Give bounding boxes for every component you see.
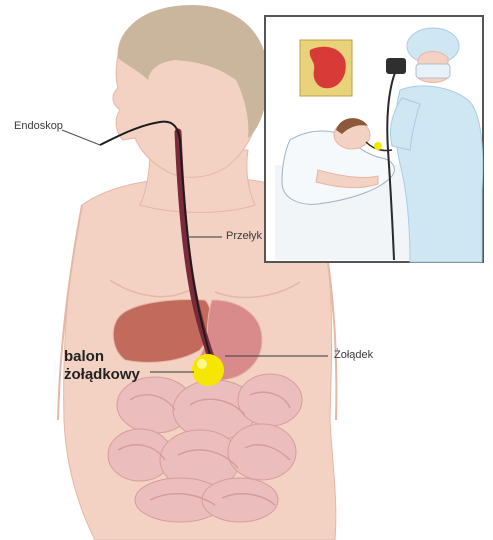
endoscope-icon [386, 58, 406, 74]
label-balloon-line1: balon [64, 348, 104, 366]
label-stomach: Żołądek [334, 349, 373, 361]
endoscope-light [374, 142, 382, 150]
doctor-mask [416, 64, 450, 78]
label-esophagus: Przełyk [226, 230, 262, 242]
balloon-icon [192, 354, 224, 386]
label-endoscope: Endoskop [14, 120, 63, 132]
balloon-highlight [197, 359, 207, 369]
label-balloon-line2: żołądkowy [64, 366, 140, 384]
inset-procedure-scene [265, 16, 483, 262]
